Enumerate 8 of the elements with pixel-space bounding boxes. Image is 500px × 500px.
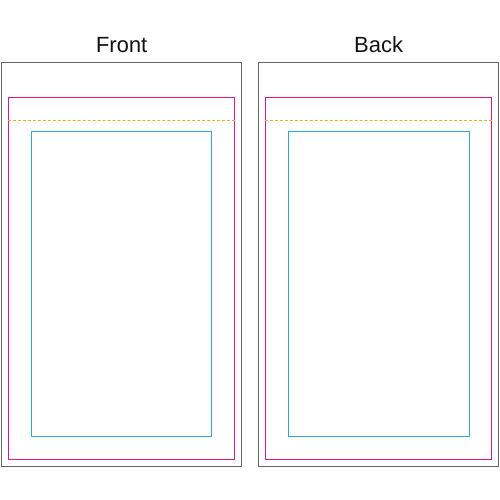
panel-title: Back — [353, 31, 404, 59]
bleed-outline — [265, 97, 492, 460]
bleed-outline — [8, 97, 235, 460]
fold-line — [265, 120, 492, 122]
safe-area-outline — [31, 131, 212, 437]
fold-line — [8, 120, 235, 122]
panel-title: Front — [94, 31, 148, 59]
safe-area-outline — [288, 131, 470, 437]
